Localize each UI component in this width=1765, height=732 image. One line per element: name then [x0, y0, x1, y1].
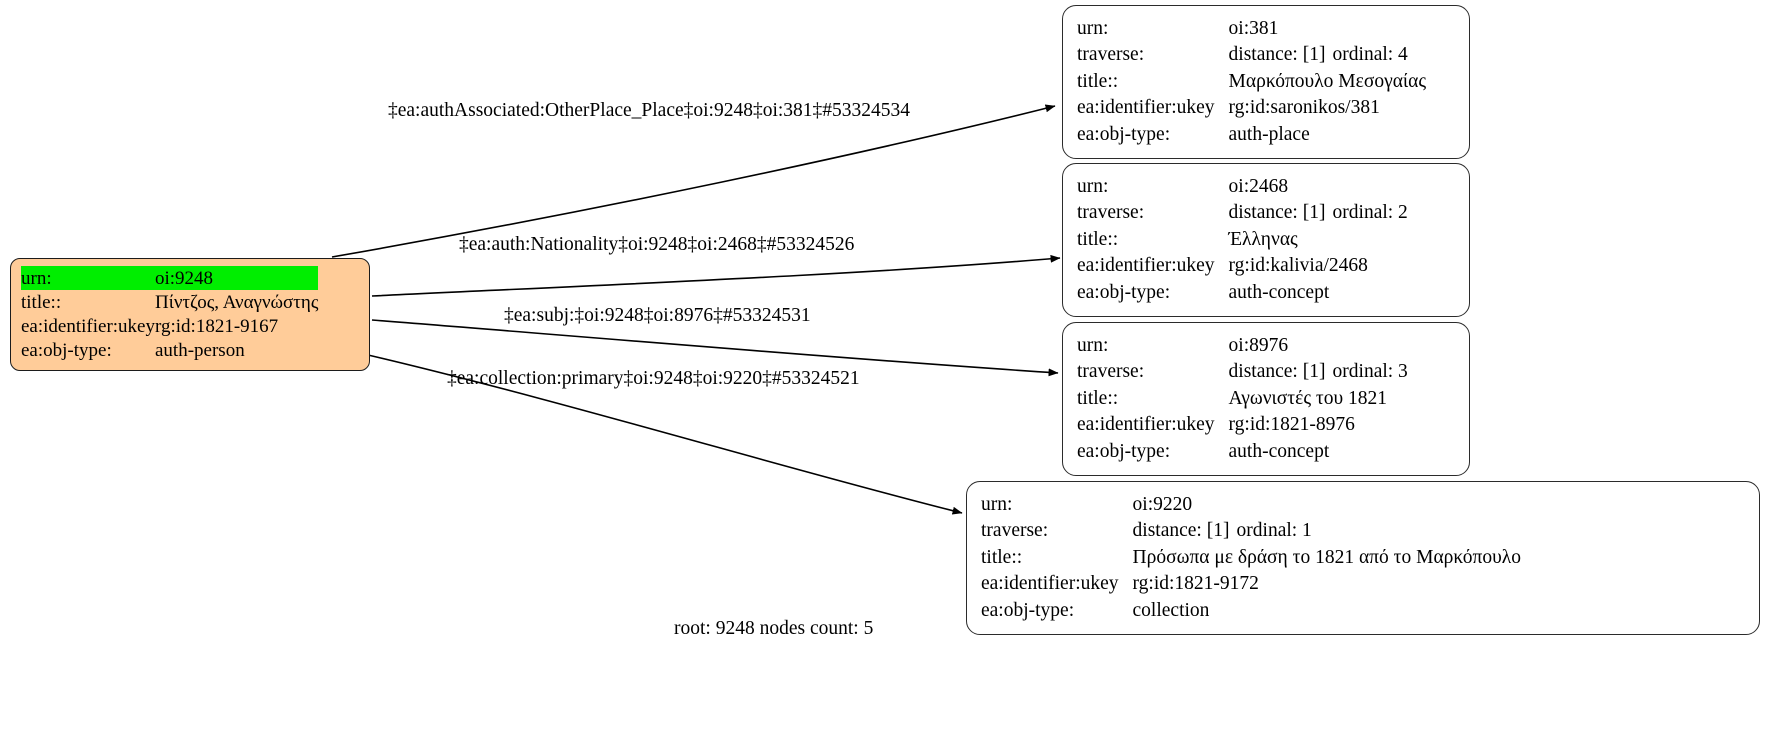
field-key: ea:obj-type:	[981, 599, 1075, 621]
field-key: traverse:	[1077, 202, 1145, 223]
node-row: urn: oi:381	[1077, 15, 1426, 42]
node-fields: urn: oi:9220 traverse: distance: [1] ordi…	[981, 491, 1521, 624]
node-row: traverse: distance: [1] ordinal: 4	[1077, 42, 1426, 69]
field-key: traverse:	[1077, 361, 1145, 382]
node-row: urn: oi:2468	[1077, 173, 1408, 200]
field-value: rg:id:saronikos/381	[1228, 97, 1380, 118]
field-value: distance: [1] ordinal: 1	[1133, 518, 1521, 545]
field-key: ea:identifier:ukey	[21, 315, 155, 337]
node-row: title:: Έλληνας	[1077, 226, 1408, 253]
node-row: ea:obj-type: auth-place	[1077, 121, 1426, 148]
node-row: ea:obj-type: collection	[981, 597, 1521, 624]
field-value-ordinal: ordinal: 2	[1332, 202, 1408, 223]
node-oi-8976[interactable]: urn: oi:8976 traverse: distance: [1] ordi…	[1062, 322, 1470, 476]
field-key: urn:	[1077, 334, 1109, 356]
field-value-distance: distance: [1]	[1228, 44, 1326, 65]
node-row: ea:identifier:ukey rg:id:1821-9172	[981, 571, 1521, 598]
field-key: title::	[1077, 387, 1119, 409]
edge-label-auth-nationality: ‡ea:auth:Nationality‡oi:9248‡oi:2468‡#53…	[459, 234, 855, 255]
edge-label-authassociated-otherplace-place: ‡ea:authAssociated:OtherPlace_Place‡oi:9…	[388, 100, 911, 121]
node-oi-2468[interactable]: urn: oi:2468 traverse: distance: [1] ordi…	[1062, 163, 1470, 317]
field-value: Πίντζος, Αναγνώστης	[155, 291, 319, 313]
field-value: oi:9248	[155, 266, 319, 290]
field-value: Αγωνιστές του 1821	[1228, 387, 1388, 409]
field-key: traverse:	[1077, 44, 1145, 65]
field-key: urn:	[1077, 175, 1109, 197]
field-value: Πρόσωπα με δράση το 1821 από το Μαρκόπου…	[1132, 546, 1521, 568]
node-row: title:: Μαρκόπουλο Μεσογαίας	[1077, 68, 1426, 95]
field-value: oi:8976	[1228, 334, 1289, 356]
field-value: rg:id:1821-9172	[1132, 573, 1259, 594]
field-key: urn:	[981, 493, 1013, 515]
field-value: auth-concept	[1228, 440, 1330, 462]
field-value: rg:id:1821-8976	[1228, 414, 1355, 435]
node-row: ea:obj-type: auth-concept	[1077, 279, 1408, 306]
node-root-fields: urn: oi:9248 title:: Πίντζος, Αναγνώστης…	[21, 266, 319, 362]
field-key: ea:identifier:ukey	[1077, 97, 1215, 118]
edge-label-collection-primary: ‡ea:collection:primary‡oi:9248‡oi:9220‡#…	[447, 368, 860, 389]
node-row: urn: oi:8976	[1077, 332, 1408, 359]
field-key: urn:	[1077, 17, 1109, 39]
node-row: ea:identifier:ukey rg:id:1821-8976	[1077, 412, 1408, 439]
field-value: auth-concept	[1228, 281, 1330, 303]
field-value-distance: distance: [1]	[1228, 361, 1326, 382]
node-fields: urn: oi:8976 traverse: distance: [1] ordi…	[1077, 332, 1408, 465]
field-value: collection	[1132, 599, 1210, 621]
field-value: auth-person	[155, 339, 245, 361]
field-key: traverse:	[981, 520, 1049, 541]
node-row: traverse: distance: [1] ordinal: 2	[1077, 200, 1408, 227]
field-key: title::	[1077, 70, 1119, 92]
field-value: distance: [1] ordinal: 3	[1229, 359, 1408, 386]
field-value-distance: distance: [1]	[1228, 202, 1326, 223]
field-value-distance: distance: [1]	[1132, 520, 1230, 541]
node-row: title:: Πρόσωπα με δράση το 1821 από το …	[981, 544, 1521, 571]
node-oi-381[interactable]: urn: oi:381 traverse: distance: [1] ordin…	[1062, 5, 1470, 159]
field-value-ordinal: ordinal: 4	[1332, 44, 1408, 65]
graph-caption: root: 9248 nodes count: 5	[674, 618, 874, 639]
node-row: traverse: distance: [1] ordinal: 1	[981, 518, 1521, 545]
field-value: Μαρκόπουλο Μεσογαίας	[1228, 70, 1427, 92]
field-value: Έλληνας	[1228, 228, 1298, 250]
field-value: distance: [1] ordinal: 2	[1229, 200, 1408, 227]
field-key: ea:obj-type:	[21, 339, 112, 361]
node-row: urn: oi:9220	[981, 491, 1521, 518]
field-value-ordinal: ordinal: 1	[1236, 520, 1312, 541]
field-key: ea:obj-type:	[1077, 440, 1171, 462]
node-row: title:: Αγωνιστές του 1821	[1077, 385, 1408, 412]
node-row: traverse: distance: [1] ordinal: 3	[1077, 359, 1408, 386]
node-row: ea:obj-type: auth-concept	[1077, 438, 1408, 465]
field-value: oi:9220	[1132, 493, 1193, 515]
field-value: distance: [1] ordinal: 4	[1229, 42, 1427, 69]
field-key: ea:obj-type:	[1077, 281, 1171, 303]
edge-label-subj: ‡ea:subj:‡oi:9248‡oi:8976‡#53324531	[504, 305, 811, 326]
field-key: ea:obj-type:	[1077, 123, 1171, 145]
field-key: title::	[21, 291, 62, 313]
node-root-oi-9248[interactable]: urn: oi:9248 title:: Πίντζος, Αναγνώστης…	[10, 258, 370, 371]
node-row: title:: Πίντζος, Αναγνώστης	[21, 290, 318, 314]
field-key: ea:identifier:ukey	[981, 573, 1119, 594]
node-fields: urn: oi:381 traverse: distance: [1] ordin…	[1077, 15, 1426, 148]
node-row: ea:identifier:ukey rg:id:kalivia/2468	[1077, 253, 1408, 280]
field-value-ordinal: ordinal: 3	[1332, 361, 1408, 382]
field-value: oi:381	[1228, 17, 1279, 39]
field-value: rg:id:1821-9167	[155, 315, 279, 337]
node-fields: urn: oi:2468 traverse: distance: [1] ordi…	[1077, 173, 1408, 306]
field-key: ea:identifier:ukey	[1077, 255, 1215, 276]
node-row: ea:identifier:ukey rg:id:saronikos/381	[1077, 95, 1426, 122]
node-oi-9220[interactable]: urn: oi:9220 traverse: distance: [1] ordi…	[966, 481, 1760, 635]
field-key: ea:identifier:ukey	[1077, 414, 1215, 435]
field-key: urn:	[21, 266, 155, 290]
edge-line-2	[371, 319, 1059, 377]
node-row: ea:identifier:ukey rg:id:1821-9167	[21, 314, 318, 338]
field-value: oi:2468	[1228, 175, 1289, 197]
node-row: ea:obj-type: auth-person	[21, 338, 318, 362]
field-key: title::	[1077, 228, 1119, 250]
node-row: urn: oi:9248	[21, 266, 319, 290]
field-value: auth-place	[1228, 123, 1310, 145]
edge-line-1	[371, 254, 1061, 297]
field-key: title::	[981, 546, 1023, 568]
field-value: rg:id:kalivia/2468	[1228, 255, 1368, 276]
